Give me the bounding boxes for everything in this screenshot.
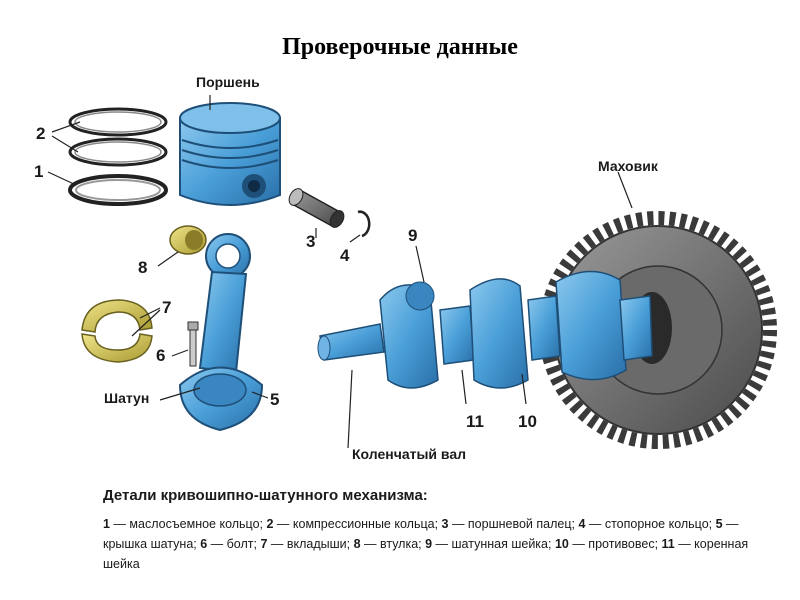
legend-num: 5	[715, 517, 723, 531]
legend-desc: — втулка;	[360, 537, 426, 551]
label-n3: 3	[306, 232, 316, 251]
legend-num: 10	[554, 537, 569, 551]
label-n7: 7	[162, 298, 172, 317]
legend-num: 2	[266, 517, 274, 531]
legend-num: 3	[441, 517, 449, 531]
bearing-shells	[81, 299, 153, 363]
label-n5: 5	[270, 390, 280, 409]
bolt	[187, 321, 199, 367]
legend-text: 1 — маслосъемное кольцо; 2 — компрессион…	[103, 514, 763, 574]
label-n1: 1	[34, 162, 44, 181]
legend-desc: — вкладыши;	[267, 537, 354, 551]
label-flywheel: Маховик	[598, 158, 658, 174]
label-n6: 6	[156, 346, 166, 365]
label-crankshaft: Коленчатый вал	[352, 446, 467, 462]
legend-desc: — компрессионные кольца;	[273, 517, 442, 531]
label-conrod: Шатун	[104, 390, 150, 406]
label-n4: 4	[340, 246, 350, 265]
label-n11: 11	[466, 412, 484, 431]
legend-desc: — стопорное кольцо;	[585, 517, 716, 531]
label-piston: Поршень	[196, 74, 260, 90]
label-n9: 9	[408, 226, 418, 245]
connecting-rod	[178, 233, 264, 432]
piston-pin	[288, 188, 345, 228]
legend-num: 4	[578, 517, 586, 531]
legend-desc: — коренная шейка	[103, 537, 749, 571]
retaining-ring	[357, 210, 371, 238]
legend-desc: — болт;	[207, 537, 261, 551]
legend-num: 9	[425, 537, 433, 551]
legend-desc: — маслосъемное кольцо;	[109, 517, 267, 531]
compression-rings	[68, 107, 168, 167]
legend-num: 6	[200, 537, 208, 551]
label-n2: 2	[36, 124, 46, 143]
legend-num: 11	[661, 537, 675, 551]
legend-desc: — шатунная шейка;	[432, 537, 555, 551]
crankshaft	[317, 270, 653, 389]
legend-num: 8	[353, 537, 361, 551]
legend-desc: — противовес;	[568, 537, 662, 551]
piston	[179, 102, 281, 206]
legend-heading: Детали кривошипно-шатунного механизма:	[103, 487, 428, 504]
label-n10: 10	[518, 412, 537, 431]
legend-num: 7	[260, 537, 268, 551]
legend-desc: — поршневой палец;	[448, 517, 579, 531]
label-n8: 8	[138, 258, 148, 277]
bushing	[169, 225, 207, 255]
legend-num: 1	[103, 517, 110, 531]
oil-scraper-ring	[68, 174, 168, 206]
legend-desc: — крышка шатуна;	[103, 517, 739, 551]
page-title: Проверочные данные	[282, 34, 518, 60]
